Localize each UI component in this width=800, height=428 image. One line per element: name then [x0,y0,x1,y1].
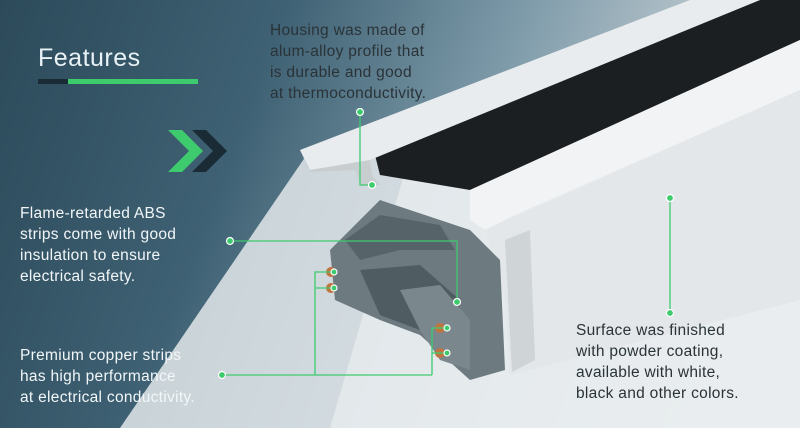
callout-surface-finish: Surface was finished with powder coating… [576,322,739,402]
double-chevron-right-icon [168,130,227,172]
title-underline [38,79,198,84]
callout-abs-strips: Flame-retarded ABS strips come with good… [20,205,177,285]
callout-housing: Housing was made of alum-alloy profile t… [270,22,427,102]
callout-copper-strips: Premium copper strips has high performan… [20,347,195,406]
page-title: Features [38,44,141,72]
